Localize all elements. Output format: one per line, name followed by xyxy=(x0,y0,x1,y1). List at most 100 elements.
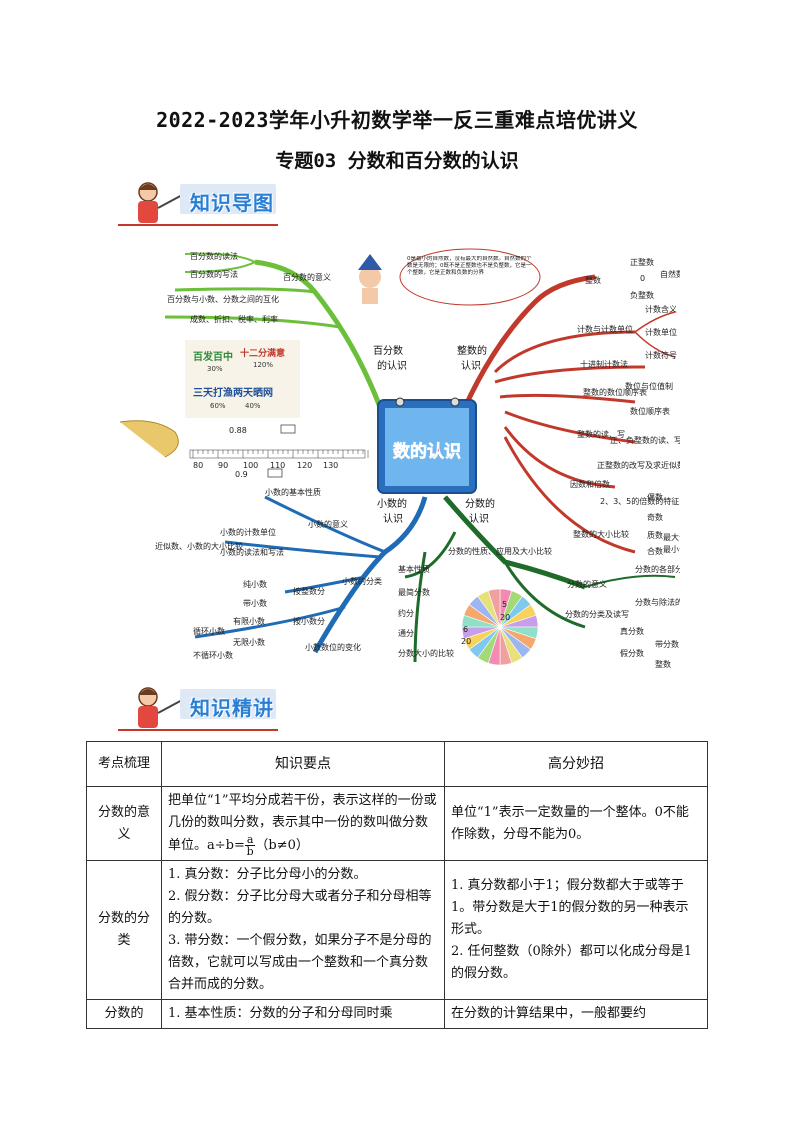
mm-int-compare: 整数的大小比较 xyxy=(573,529,629,539)
mm-235: 2、3、5的倍数的特征 xyxy=(600,496,679,506)
ruler-09: 0.9 xyxy=(235,470,248,479)
hub-fraction-1: 分数的 xyxy=(465,497,495,510)
table-row: 分数的意义 把单位“1”平均分成若干份，表示这样的一份或几份的数叫分数，表示其中… xyxy=(87,787,708,861)
ruler-90: 90 xyxy=(218,461,228,470)
mm-dec-class: 小数的分类 xyxy=(342,576,382,586)
hub-integer-2: 认识 xyxy=(461,359,481,372)
poster-santian: 三天打渔两天晒网 xyxy=(193,386,273,399)
mm-frac-class: 分数的分类及读写 xyxy=(565,609,629,619)
note-bubble: 0是最小的自然数，没有最大的自然数。自然数的个数是无限的；0既不是正整数也不是负… xyxy=(400,249,540,305)
mm-mixed-dec: 带小数 xyxy=(243,598,267,608)
mm-percent-meaning: 百分数的意义 xyxy=(283,272,331,282)
row3-topic: 分数的 xyxy=(87,1000,162,1029)
poster-120: 120% xyxy=(253,361,273,369)
hub-decimal-2: 认识 xyxy=(383,512,403,525)
mm-odd: 奇数 xyxy=(647,512,663,522)
mm-decimal-system: 十进制计数法 xyxy=(580,359,628,369)
mm-dec-property: 小数的基本性质 xyxy=(265,487,321,497)
mm-even: 偶数 xyxy=(647,492,663,502)
mm-composite: 合数 xyxy=(647,546,663,556)
mm-place-order: 数位顺序表 xyxy=(630,406,670,416)
teacher-icon xyxy=(118,178,188,230)
mm-finite: 有限小数 xyxy=(233,616,265,626)
mm-prime: 质数 xyxy=(647,530,663,540)
poster-shier: 十二分满意 xyxy=(240,347,285,359)
mm-simplest: 最简分数 xyxy=(398,587,430,597)
mm-posneg-rw: 正、负整数的读、写 xyxy=(610,435,680,445)
header-point: 知识要点 xyxy=(162,742,445,787)
mm-neg-int: 负整数 xyxy=(630,290,654,300)
row3-point: 1. 基本性质：分数的分子和分母同时乘 xyxy=(162,1000,445,1029)
hub-integer-1: 整数的 xyxy=(457,344,487,357)
document-subtitle: 专题03 分数和百分数的认识 xyxy=(0,146,794,173)
mm-place-value: 数位与位值制 xyxy=(625,381,673,391)
knowledge-table: 考点梳理 知识要点 高分妙招 分数的意义 把单位“1”平均分成若干份，表示这样的… xyxy=(86,741,708,1029)
poster-baifa: 百发百中 xyxy=(193,350,233,363)
hub-percent-1: 百分数 xyxy=(373,344,403,357)
mm-count-meaning: 计数含义 xyxy=(645,304,677,314)
mm-count-symbol: 计数符号 xyxy=(645,350,677,360)
mm-frac-div: 分数与除法的关系 xyxy=(635,597,680,607)
row1-point: 把单位“1”平均分成若干份，表示这样的一份或几份的数叫分数，表示其中一份的数叫做… xyxy=(162,787,445,861)
mm-infinite: 无限小数 xyxy=(233,637,265,647)
mm-frac-parts: 分数的各部分名称及分数单位 xyxy=(635,564,680,574)
document-title: 2022-2023学年小升初数学举一反三重难点培优讲义 xyxy=(0,104,794,133)
tape-ruler: 0.88 0.9 80 90 100 110 120 130 xyxy=(120,421,368,479)
hub-percent-2: 的认识 xyxy=(377,359,407,372)
mm-pos-int: 正整数 xyxy=(630,257,654,267)
center-title: 数的认识 xyxy=(393,441,461,462)
hub-fraction-2: 认识 xyxy=(469,512,489,525)
table-header-row: 考点梳理 知识要点 高分妙招 xyxy=(87,742,708,787)
poster-60: 60% xyxy=(210,402,226,410)
row1-topic: 分数的意义 xyxy=(87,787,162,861)
row2-topic: 分数的分类 xyxy=(87,861,162,1000)
poster-30: 30% xyxy=(207,365,223,373)
mm-percent-rates: 成数、折扣、税率、利率 xyxy=(190,314,278,324)
decimal-branch: 小数的基本性质 小数的意义 小数的计数单位 小数的读法和写法 近似数、小数的大小… xyxy=(155,487,425,660)
mm-percent-write: 百分数的写法 xyxy=(190,269,238,279)
mm-pure-dec: 纯小数 xyxy=(243,579,267,589)
mm-gcd: 最大公因数 xyxy=(663,532,680,542)
row1-tip: 单位“1”表示一定数量的一个整体。0不能作除数，分母不能为0。 xyxy=(445,787,708,861)
mm-frac-meaning: 分数的意义 xyxy=(567,579,607,589)
ruler-100: 100 xyxy=(243,461,258,470)
ruler-110: 110 xyxy=(270,461,285,470)
mm-dec-shift: 小数数位的变化 xyxy=(305,642,361,652)
mm-integer2: 整数 xyxy=(655,659,671,669)
mm-repeating: 循环小数 xyxy=(193,626,225,636)
table-row: 分数的分类 1. 真分数：分子比分母小的分数。 2. 假分数：分子比分母大或者分… xyxy=(87,861,708,1000)
mm-percent-read: 百分数的读法 xyxy=(190,251,238,261)
mm-common-denom: 通分 xyxy=(398,628,414,638)
banner-title: 知识导图 xyxy=(190,187,274,216)
header-tip: 高分妙招 xyxy=(445,742,708,787)
row2-tip: 1. 真分数都小于1；假分数都大于或等于1。带分数是大于1的假分数的另一种表示形… xyxy=(445,861,708,1000)
mm-count-unit2: 计数单位 xyxy=(645,327,677,337)
pie-label-20b: 20 xyxy=(461,637,471,646)
ruler-130: 130 xyxy=(323,461,338,470)
table-row: 分数的 1. 基本性质：分数的分子和分母同时乘 在分数的计算结果中，一般都要约 xyxy=(87,1000,708,1029)
mm-natural: 自然数 xyxy=(660,269,680,279)
mm-count-unit: 计数与计数单位 xyxy=(577,324,633,334)
center-card: 数的认识 xyxy=(378,398,476,493)
mm-dec-approx: 近似数、小数的大小比较 xyxy=(155,541,243,551)
ruler-120: 120 xyxy=(297,461,312,470)
mind-map: 百分数的读法 百分数的写法 百分数的意义 百分数与小数、分数之间的互化 成数、折… xyxy=(115,232,680,677)
mm-by-dec: 按小数分 xyxy=(293,616,325,626)
mm-reduce: 约分 xyxy=(398,608,414,618)
mm-integer: 整数 xyxy=(585,275,601,285)
mm-proper: 真分数 xyxy=(620,626,644,636)
teacher-icon-2 xyxy=(118,683,188,735)
mm-percent-convert: 百分数与小数、分数之间的互化 xyxy=(167,294,279,304)
fraction-branch: 分数的性质、应用及大小比较 基本性质 最简分数 约分 通分 分数大小的比较 分数… xyxy=(398,497,680,669)
mm-mixed: 带分数 xyxy=(655,639,679,649)
fraction-pie xyxy=(462,589,538,665)
mm-basic-prop: 基本性质 xyxy=(398,564,430,574)
pie-label-6: 6 xyxy=(463,625,468,634)
banner-title-2: 知识精讲 xyxy=(190,692,274,721)
poster: 百发百中 30% 十二分满意 120% 三天打渔两天晒网 60% 40% xyxy=(185,340,300,418)
mm-frac-property: 分数的性质、应用及大小比较 xyxy=(448,546,552,556)
ruler-80: 80 xyxy=(193,461,203,470)
row2-point: 1. 真分数：分子比分母小的分数。 2. 假分数：分子比分母大或者分子和分母相等… xyxy=(162,861,445,1000)
frac-denominator: b xyxy=(245,846,256,857)
